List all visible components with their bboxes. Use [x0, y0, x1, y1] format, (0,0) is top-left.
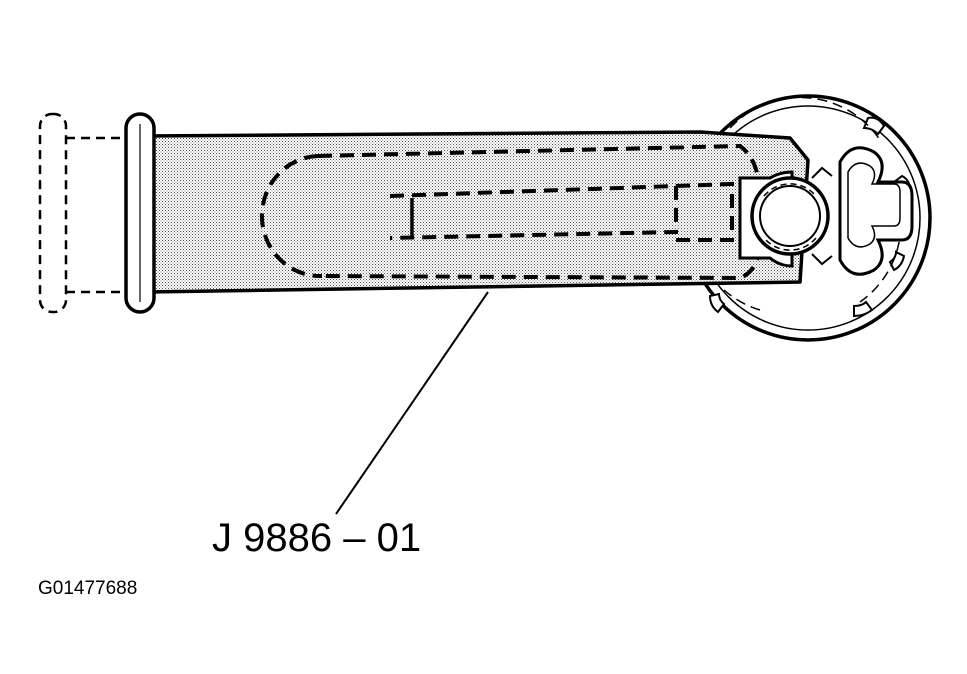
- figure-id: G01477688: [38, 578, 138, 599]
- callout-leader: [335, 291, 489, 515]
- internal-features: [260, 143, 762, 281]
- socket-hub: [738, 166, 833, 268]
- tool-body: [124, 112, 810, 314]
- tool-part-number: J 9886 – 01: [212, 516, 422, 560]
- handle-phantom: [38, 112, 128, 314]
